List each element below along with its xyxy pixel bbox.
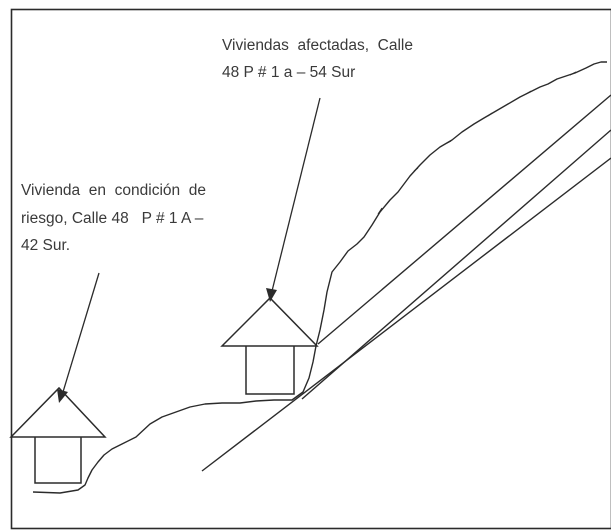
arrow-to-affected-homes xyxy=(266,97,321,302)
terrain-profile xyxy=(32,61,607,494)
arrow-to-risk-home xyxy=(57,272,100,403)
house-affected-roof xyxy=(220,296,319,347)
layer-line-lower xyxy=(201,157,611,472)
house-at-risk-roof xyxy=(9,386,107,438)
risk-home-label-line3: 42 Sur. xyxy=(21,237,70,254)
house-affected-walls xyxy=(245,346,295,395)
house-affected xyxy=(220,296,319,395)
house-at-risk xyxy=(9,386,107,484)
risk-home-label-line2: riesgo, Calle 48 P # 1 A – xyxy=(21,210,204,227)
house-at-risk-walls xyxy=(34,437,82,484)
risk-home-label-line1: Vivienda en condición de xyxy=(21,182,206,199)
layer-line-upper xyxy=(317,94,611,345)
terrain-texture xyxy=(377,71,577,215)
affected-homes-label-line2: 48 P # 1 a – 54 Sur xyxy=(222,64,355,81)
layer-line-middle xyxy=(301,129,611,400)
diagram-frame xyxy=(10,8,611,530)
affected-homes-label-line1: Viviendas afectadas, Calle xyxy=(222,37,413,54)
